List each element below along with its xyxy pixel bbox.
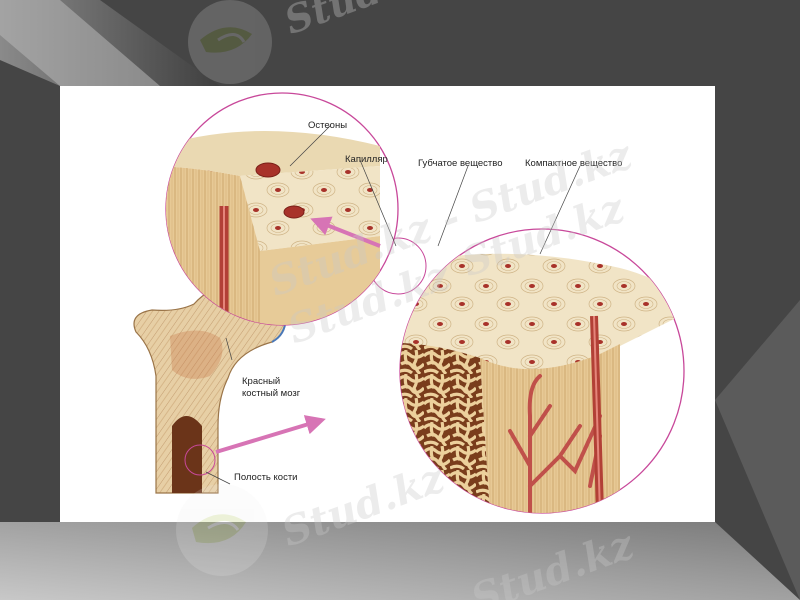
background-stripe-top-light — [0, 0, 160, 86]
spongy-bone-block — [400, 342, 490, 513]
label-leaders — [205, 125, 581, 485]
bone-cavity-region — [172, 416, 202, 493]
background-right-stripe — [715, 300, 800, 600]
label-spongy-bone: Губчатое вещество — [418, 158, 503, 169]
label-bone-cavity: Полость кости — [234, 472, 297, 483]
background-lower-panel — [0, 522, 800, 600]
label-osteons: Остеоны — [308, 120, 347, 131]
label-capillary: Капилляр — [345, 154, 388, 165]
compact-side-block — [480, 344, 620, 513]
red-marrow-region — [170, 330, 223, 379]
osteon-side-right — [260, 236, 380, 325]
arrow-to-cross-section — [215, 415, 326, 454]
blood-vessels — [508, 374, 602, 513]
arrow-to-osteon-detail — [310, 216, 381, 248]
osteon-detail — [165, 92, 399, 326]
label-red-marrow-line1: Красный — [242, 376, 280, 387]
label-compact-bone: Компактное вещество — [525, 158, 622, 169]
compact-top-surface — [400, 253, 684, 373]
bone-cross-section-detail — [369, 228, 685, 514]
label-red-marrow-line2: костный мозг — [242, 388, 301, 399]
femur-detail-marker — [184, 444, 216, 476]
diagram-card: Остеоны Капилляр Губчатое вещество Компа… — [60, 86, 715, 522]
